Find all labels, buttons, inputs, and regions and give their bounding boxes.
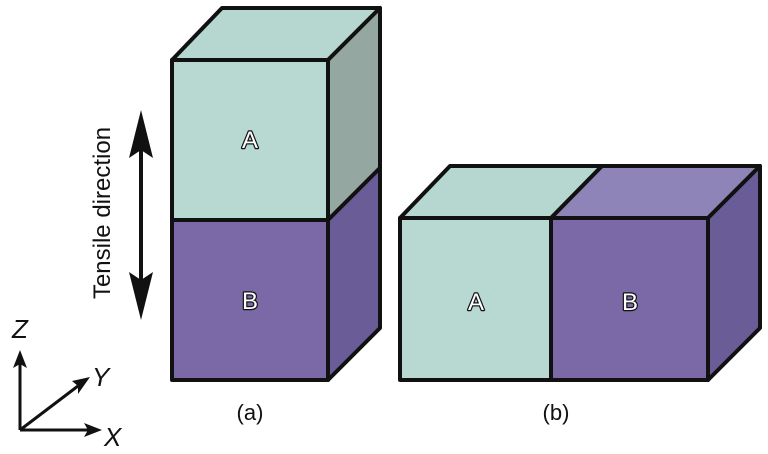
x-axis-label: X bbox=[103, 422, 123, 452]
x-axis-arrowhead-icon bbox=[84, 423, 102, 437]
y-axis-line bbox=[19, 384, 79, 432]
y-axis-label: Y bbox=[92, 362, 111, 392]
panel-b-adjacent-blocks: A B (b) bbox=[398, 164, 762, 425]
block-b-front-face bbox=[170, 218, 330, 382]
z-axis-arrowhead-icon bbox=[13, 350, 27, 368]
y-axis-arrowhead-icon bbox=[72, 377, 90, 394]
tensile-direction-indicator: Tensile direction bbox=[89, 110, 153, 320]
block-a-label-b: A bbox=[468, 289, 484, 316]
block-a-label: A bbox=[242, 127, 258, 154]
tensile-arrow-up-head-icon bbox=[129, 110, 153, 158]
panel-a-caption: (a) bbox=[237, 400, 264, 425]
tensile-arrow-down-head-icon bbox=[129, 272, 153, 320]
coordinate-axes: Z Y X bbox=[11, 314, 123, 452]
block-b-front-face-b bbox=[549, 216, 710, 382]
block-b-label-b: B bbox=[622, 289, 638, 316]
block-a-front-face-b bbox=[398, 216, 553, 382]
panel-b-caption: (b) bbox=[543, 400, 570, 425]
block-b-label: B bbox=[242, 288, 258, 315]
panel-a-stacked-blocks: A B (a) bbox=[170, 6, 382, 425]
z-axis-label: Z bbox=[11, 314, 29, 344]
block-a-front-face bbox=[170, 58, 330, 222]
tensile-direction-label: Tensile direction bbox=[89, 127, 116, 299]
